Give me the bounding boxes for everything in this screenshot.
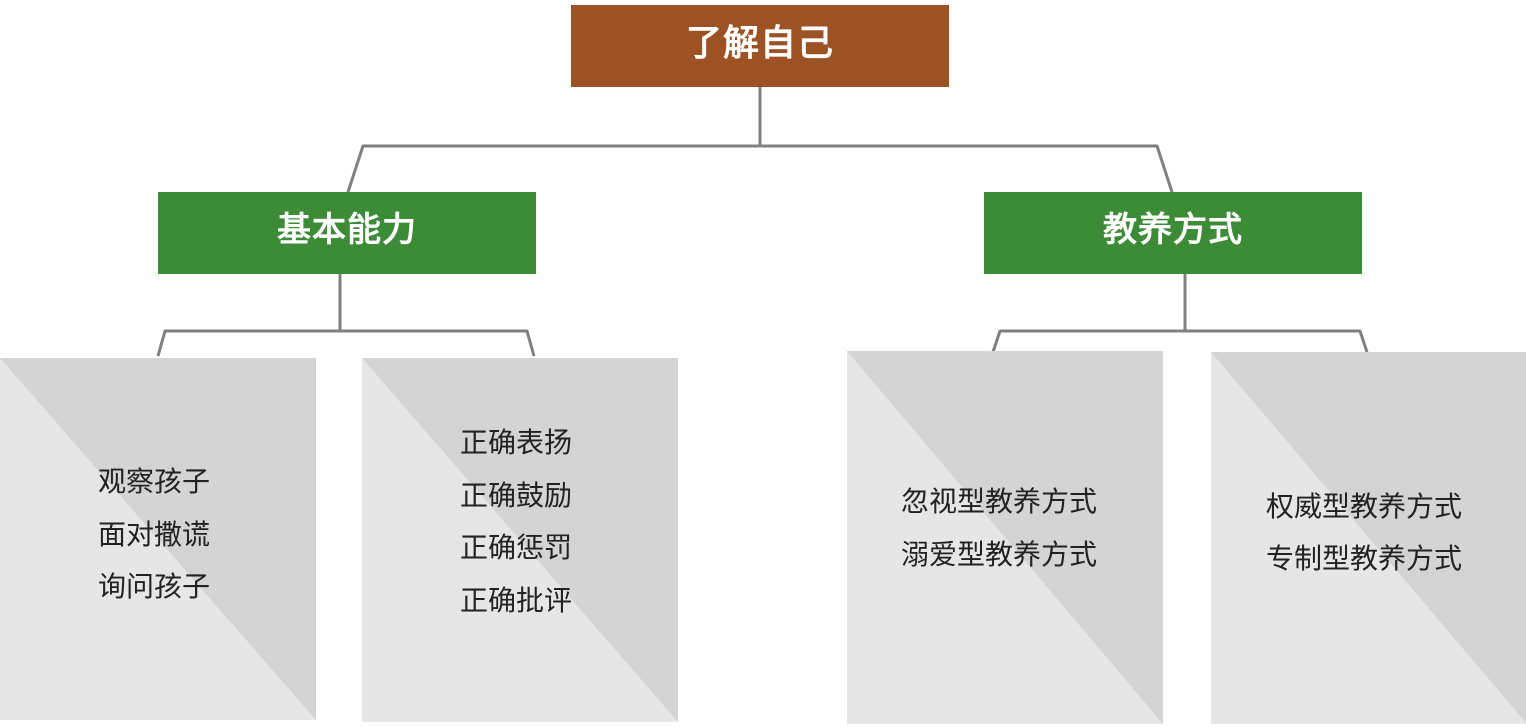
leaf-item: 权威型教养方式 — [1266, 489, 1463, 523]
leaf-card-authoritative-authoritarian: 权威型教养方式 专制型教养方式 — [1211, 352, 1526, 724]
leaf-card-neglect-indulgent: 忽视型教养方式 溺爱型教养方式 — [847, 351, 1163, 724]
leaf-item: 溺爱型教养方式 — [901, 537, 1098, 571]
leaf-item: 正确表扬 — [460, 426, 573, 459]
leaf-item: 面对撒谎 — [98, 517, 211, 551]
leaf-item: 忽视型教养方式 — [901, 485, 1098, 518]
branch-label: 基本能力 — [277, 209, 417, 250]
leaf-card-correct-methods: 正确表扬 正确鼓励 正确惩罚 正确批评 — [362, 358, 678, 722]
root-label: 了解自己 — [685, 23, 834, 64]
leaf-card-observation: 观察孩子 面对撒谎 询问孩子 — [0, 358, 316, 720]
branch-node-basic-abilities: 基本能力 — [158, 192, 536, 274]
branch-label: 教养方式 — [1103, 209, 1243, 250]
branch-node-parenting-styles: 教养方式 — [984, 192, 1362, 274]
leaf-list: 权威型教养方式 专制型教养方式 — [1266, 481, 1462, 586]
connector-root-bar — [346, 144, 1174, 193]
leaf-item: 正确鼓励 — [460, 478, 573, 512]
connector-right-bar — [991, 329, 1369, 353]
leaf-item: 正确惩罚 — [460, 531, 573, 564]
root-node: 了解自己 — [571, 5, 949, 87]
leaf-item: 专制型教养方式 — [1266, 542, 1463, 575]
leaf-list: 忽视型教养方式 溺爱型教养方式 — [901, 476, 1097, 581]
leaf-item: 正确批评 — [460, 583, 573, 617]
leaf-item: 观察孩子 — [98, 465, 211, 499]
leaf-item: 询问孩子 — [98, 570, 211, 604]
leaf-list: 正确表扬 正确鼓励 正确惩罚 正确批评 — [460, 417, 572, 627]
leaf-list: 观察孩子 面对撒谎 询问孩子 — [98, 456, 210, 614]
connector-left-bar — [156, 329, 536, 357]
